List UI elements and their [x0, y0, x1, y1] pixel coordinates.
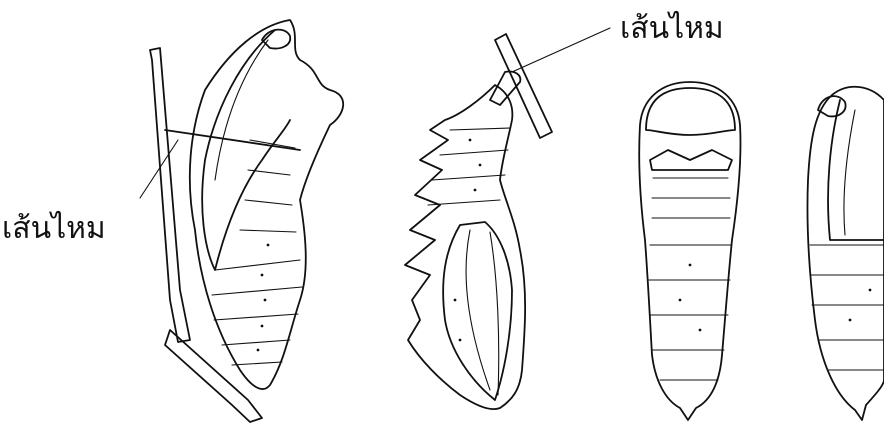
segment-line — [245, 200, 292, 205]
spot — [454, 299, 457, 302]
spot — [261, 325, 264, 328]
segment-line — [440, 150, 508, 155]
spot — [267, 244, 270, 247]
segment-line — [428, 200, 500, 205]
stem-stick-2 — [495, 34, 552, 138]
spot — [479, 164, 482, 167]
segment-line — [222, 340, 290, 345]
stem-stick-1 — [150, 48, 190, 342]
wing-vein-2 — [466, 230, 490, 390]
silk-thread-label-right: เส้นไหม — [620, 14, 724, 44]
segment-line — [432, 175, 505, 180]
spot — [689, 264, 692, 267]
segment-line — [212, 287, 302, 295]
pupa-figure-4 — [807, 87, 884, 420]
thorax-notch-3 — [650, 150, 732, 170]
spot — [261, 274, 264, 277]
cremaster-2 — [490, 72, 520, 105]
spot — [469, 139, 472, 142]
spot — [699, 329, 702, 332]
head-shield-3 — [646, 88, 735, 135]
segment-line — [450, 128, 510, 130]
pupa-figure-2 — [405, 28, 610, 409]
silk-girdle-1 — [165, 130, 300, 150]
stem-base-1 — [165, 330, 262, 422]
spot — [679, 299, 682, 302]
segment-line — [214, 314, 298, 320]
wing-case-4 — [828, 100, 884, 240]
wing-vein-2b — [490, 232, 499, 395]
label-pointer-right — [512, 28, 610, 72]
segment-line — [240, 230, 296, 232]
wing-vein-1 — [215, 40, 268, 180]
pupa-figure-1 — [140, 20, 343, 422]
pupa-body-outline-2 — [405, 85, 525, 409]
spot — [869, 289, 872, 292]
segment-line — [215, 260, 300, 270]
pupa-body-outline-3 — [639, 82, 740, 420]
spot — [474, 189, 477, 192]
spot — [459, 339, 462, 342]
spot — [849, 319, 852, 322]
pupa-body-outline-1 — [190, 20, 343, 389]
segment-line — [232, 362, 282, 365]
spot — [257, 349, 260, 352]
wing-vein-4 — [844, 110, 855, 235]
wing-case-2 — [443, 222, 512, 400]
silk-thread-label-left: เส้นไหม — [2, 214, 106, 244]
spot — [264, 299, 267, 302]
wing-case-1 — [202, 30, 290, 270]
pupa-figure-3 — [639, 82, 740, 420]
